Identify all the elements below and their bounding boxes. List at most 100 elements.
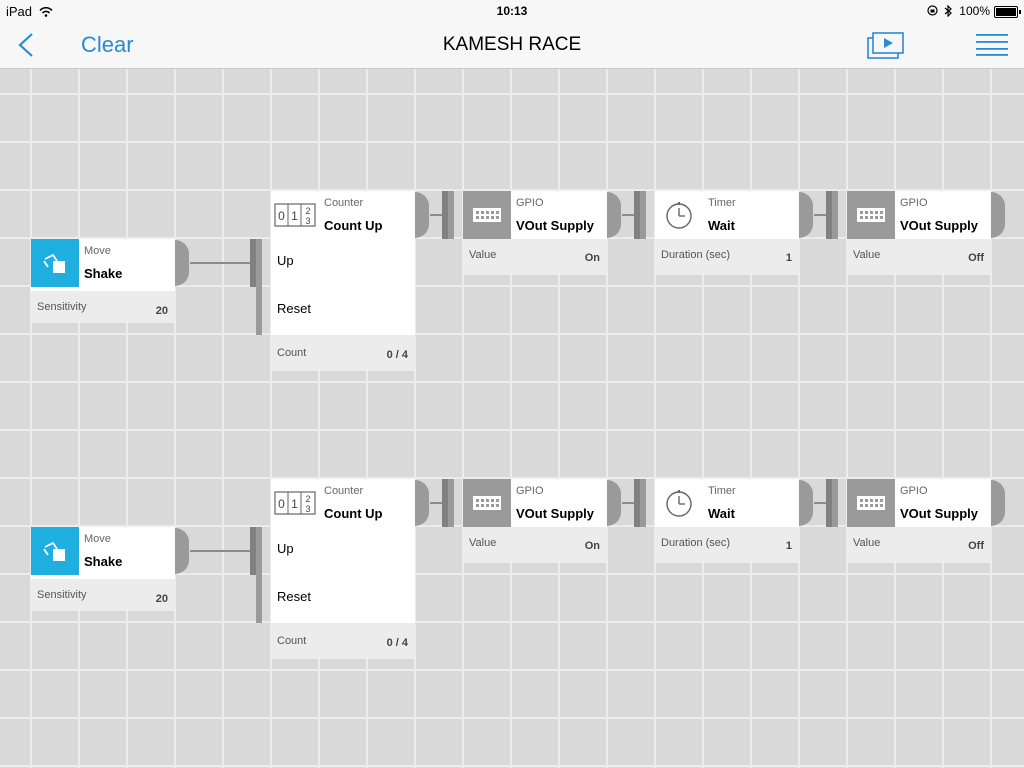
block-name: VOut Supply: [516, 218, 594, 233]
block-param[interactable]: Count 0 / 4: [271, 335, 415, 371]
param-label: Value: [853, 537, 881, 549]
output-port[interactable]: [799, 480, 813, 526]
output-port[interactable]: [607, 480, 621, 526]
lock-rotation-icon: [927, 5, 938, 16]
svg-text:2: 2: [305, 494, 310, 504]
shake-icon: [31, 527, 79, 575]
output-port[interactable]: [415, 480, 429, 526]
hamburger-menu-icon: [976, 34, 1008, 56]
output-port[interactable]: [991, 480, 1005, 526]
svg-text:3: 3: [305, 504, 310, 514]
param-value: 0 / 4: [386, 637, 408, 649]
output-port[interactable]: [175, 240, 189, 286]
move-shake-block[interactable]: Move Shake Sensitivity 20: [31, 527, 175, 611]
input-port-tab: [640, 191, 646, 239]
block-category: GPIO: [516, 197, 544, 209]
block-category: GPIO: [900, 485, 928, 497]
block-param[interactable]: Value On: [463, 239, 607, 275]
menu-button[interactable]: [975, 32, 1009, 58]
param-label: Value: [853, 249, 881, 261]
block-name: Wait: [708, 218, 735, 233]
gpio-on-block[interactable]: GPIO VOut Supply Value On: [463, 479, 607, 563]
param-value: 0 / 4: [386, 349, 408, 361]
output-port[interactable]: [607, 192, 621, 238]
input-port-tab: [640, 479, 646, 527]
back-chevron-icon: [18, 33, 33, 57]
shake-icon: [31, 239, 79, 287]
block-category: Move: [84, 533, 111, 545]
battery-percent: 100%: [959, 4, 990, 18]
block-param[interactable]: Duration (sec) 1: [655, 239, 799, 275]
gpio-connector-icon: [463, 479, 511, 527]
svg-text:2: 2: [305, 206, 310, 216]
input-port-tab: [448, 479, 454, 527]
input-port-tab: [826, 191, 832, 239]
gpio-connector-icon: [847, 191, 895, 239]
param-label: Sensitivity: [37, 589, 87, 601]
output-port[interactable]: [991, 192, 1005, 238]
stopwatch-icon: [655, 191, 703, 239]
input-port-tab: [442, 479, 448, 527]
gpio-on-block[interactable]: GPIO VOut Supply Value On: [463, 191, 607, 275]
input-port-tab: [832, 479, 838, 527]
timer-block[interactable]: Timer Wait Duration (sec) 1: [655, 191, 799, 275]
bluetooth-icon: [944, 4, 952, 18]
connection-wires: [190, 214, 828, 552]
block-param[interactable]: Duration (sec) 1: [655, 527, 799, 563]
block-param[interactable]: Value Off: [847, 239, 991, 275]
stopwatch-icon: [655, 479, 703, 527]
block-param[interactable]: Value Off: [847, 527, 991, 563]
param-label: Count: [277, 635, 307, 647]
slideshow-icon: [867, 32, 904, 59]
param-label: Duration (sec): [661, 249, 731, 261]
input-port-tab: [832, 191, 838, 239]
block-param[interactable]: Count 0 / 4: [271, 623, 415, 659]
output-port[interactable]: [175, 528, 189, 574]
block-name: Count Up: [324, 506, 383, 521]
timer-block[interactable]: Timer Wait Duration (sec) 1: [655, 479, 799, 563]
clear-button[interactable]: Clear: [81, 32, 134, 57]
block-name: Wait: [708, 506, 735, 521]
block-category: Move: [84, 245, 111, 257]
block-param[interactable]: Sensitivity 20: [31, 579, 175, 611]
input-reset-label: Reset: [277, 301, 311, 316]
status-bar: iPad 10:13 100%: [0, 0, 1024, 22]
program-canvas[interactable]: Move Shake Sensitivity 20 0 1 2 3 Counte…: [0, 69, 1024, 768]
param-value: Off: [968, 252, 984, 264]
param-label: Sensitivity: [37, 301, 87, 313]
block-category: GPIO: [900, 197, 928, 209]
input-port-tab: [250, 527, 256, 575]
input-port-tab: [448, 191, 454, 239]
block-name: VOut Supply: [900, 218, 978, 233]
gpio-off-block[interactable]: GPIO VOut Supply Value Off: [847, 191, 991, 275]
input-port-tab: [256, 527, 262, 623]
param-label: Count: [277, 347, 307, 359]
param-value: 20: [155, 593, 168, 605]
slideshow-button[interactable]: [866, 30, 906, 60]
output-port[interactable]: [415, 192, 429, 238]
counter-block[interactable]: 0 1 2 3 Counter Count Up Up Reset Count …: [271, 191, 415, 371]
param-value: On: [584, 252, 600, 264]
wifi-icon: [39, 7, 53, 17]
param-value: Off: [968, 540, 984, 552]
gpio-off-block[interactable]: GPIO VOut Supply Value Off: [847, 479, 991, 563]
input-port-tab: [442, 191, 448, 239]
block-category: Timer: [708, 197, 736, 209]
param-label: Value: [469, 537, 497, 549]
svg-text:1: 1: [291, 497, 298, 511]
move-shake-block[interactable]: Move Shake Sensitivity 20: [31, 239, 175, 323]
param-label: Duration (sec): [661, 537, 731, 549]
block-param[interactable]: Sensitivity 20: [31, 291, 175, 323]
block-category: Counter: [324, 485, 364, 497]
block-name: VOut Supply: [900, 506, 978, 521]
param-value: 1: [785, 540, 792, 552]
output-port[interactable]: [799, 192, 813, 238]
back-button[interactable]: [14, 30, 40, 60]
input-port-tab: [250, 239, 256, 287]
param-value: 20: [155, 305, 168, 317]
gpio-connector-icon: [463, 191, 511, 239]
svg-text:0: 0: [278, 497, 285, 511]
block-category: Timer: [708, 485, 736, 497]
block-param[interactable]: Value On: [463, 527, 607, 563]
counter-block[interactable]: 0 1 2 3 Counter Count Up Up Reset Count …: [271, 479, 415, 659]
